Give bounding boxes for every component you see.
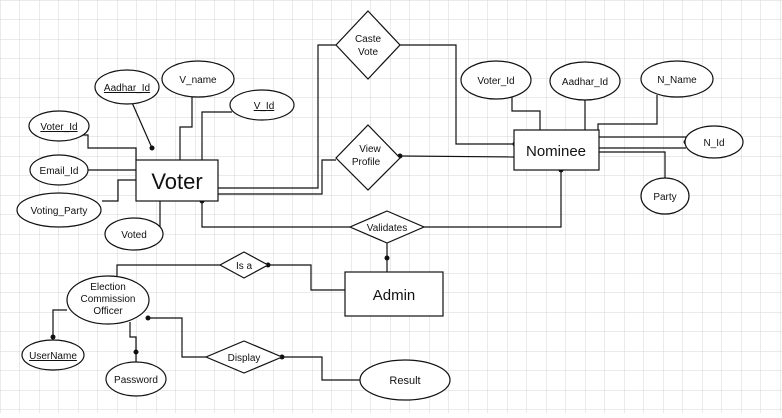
attribute-voter-id-voter[interactable]: Voter_Id xyxy=(28,110,90,142)
attribute-party[interactable]: Party xyxy=(640,177,690,215)
entity-officer-line1: Election xyxy=(90,282,126,293)
attribute-voter-id-voter-label: Voter_Id xyxy=(40,122,77,133)
attribute-party-label: Party xyxy=(653,192,676,203)
attribute-username-label: UserName xyxy=(29,351,77,362)
entity-admin-label: Admin xyxy=(373,287,416,304)
relationship-display[interactable]: Display xyxy=(204,340,284,374)
connector-lines xyxy=(52,44,686,381)
attribute-password[interactable]: Password xyxy=(105,361,167,397)
entity-officer-line3: Officer xyxy=(93,306,123,317)
attribute-voted[interactable]: Voted xyxy=(104,217,164,251)
attribute-aadhar-id-nominee[interactable]: Aadhar_Id xyxy=(549,61,621,101)
attribute-aadhar-id-voter[interactable]: Aadhar_Id xyxy=(94,69,160,105)
relationship-caste-vote-line1: Caste xyxy=(355,34,382,45)
entity-result[interactable]: Result xyxy=(359,359,451,401)
entity-officer-line2: Commission xyxy=(80,294,135,305)
attribute-aadhar-id-voter-label: Aadhar_Id xyxy=(104,83,150,94)
entity-nominee-label: Nominee xyxy=(526,143,586,160)
entity-admin[interactable]: Admin xyxy=(344,271,444,317)
attribute-aadhar-id-nominee-label: Aadhar_Id xyxy=(562,77,608,88)
attribute-voted-label: Voted xyxy=(121,230,147,241)
attribute-n-id-label: N_Id xyxy=(703,138,724,149)
relationship-validates[interactable]: Validates xyxy=(348,210,426,244)
attribute-v-id[interactable]: V_Id xyxy=(229,89,295,121)
entity-nominee[interactable]: Nominee xyxy=(513,129,600,171)
relationship-is-a-label: Is a xyxy=(236,261,253,272)
attribute-n-id[interactable]: N_Id xyxy=(684,125,744,159)
attribute-v-id-label: V_Id xyxy=(254,101,275,112)
attribute-voter-id-nominee[interactable]: Voter_Id xyxy=(460,60,532,100)
relationship-view-profile[interactable]: View Profile xyxy=(335,124,401,191)
attribute-password-label: Password xyxy=(114,375,158,386)
attribute-email-id[interactable]: Email_Id xyxy=(29,154,89,186)
relationship-view-profile-line1: View xyxy=(359,144,381,155)
attribute-voting-party[interactable]: Voting_Party xyxy=(16,192,102,228)
attribute-username[interactable]: UserName xyxy=(21,339,85,371)
attribute-n-name-label: N_Name xyxy=(657,75,697,86)
relationship-validates-label: Validates xyxy=(367,223,407,234)
relationship-is-a[interactable]: Is a xyxy=(218,251,270,279)
entity-voter-label: Voter xyxy=(151,169,202,194)
relationship-view-profile-line2: Profile xyxy=(352,157,381,168)
entity-result-label: Result xyxy=(389,375,420,387)
attribute-voter-id-nominee-label: Voter_Id xyxy=(477,76,514,87)
attribute-v-name[interactable]: V_name xyxy=(161,60,235,98)
relationship-caste-vote[interactable]: Caste Vote xyxy=(335,10,401,80)
relationship-display-label: Display xyxy=(228,353,261,364)
entity-election-commission-officer[interactable]: Election Commission Officer xyxy=(66,275,150,325)
entity-voter[interactable]: Voter xyxy=(135,159,219,202)
attribute-v-name-label: V_name xyxy=(179,75,217,86)
attribute-voting-party-label: Voting_Party xyxy=(31,206,88,217)
relationship-caste-vote-line2: Vote xyxy=(358,47,378,58)
attribute-n-name[interactable]: N_Name xyxy=(640,60,714,98)
attribute-email-id-label: Email_Id xyxy=(40,166,79,177)
